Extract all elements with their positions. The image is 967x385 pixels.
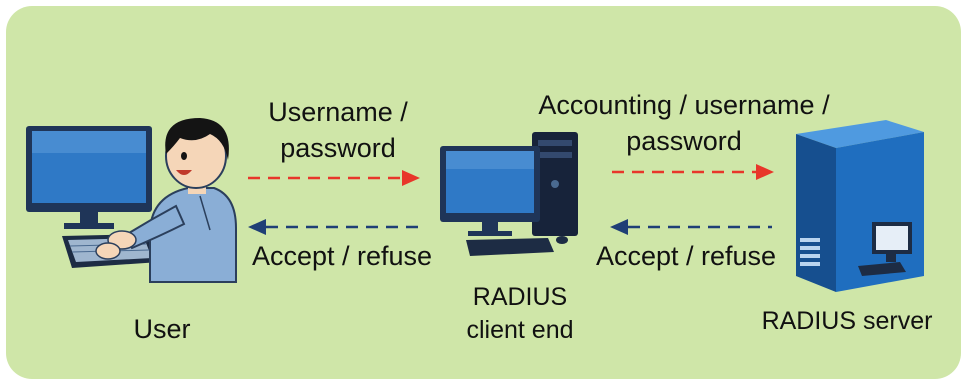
user-computer-icon [26, 118, 237, 283]
response-arrow-server-to-client [610, 219, 772, 235]
label-client-top: RADIUS [472, 283, 568, 311]
request-arrow-user-to-client [248, 170, 420, 186]
response-arrow-client-to-user [248, 219, 420, 235]
client-computer-icon [440, 132, 578, 256]
label-server: RADIUS server [761, 307, 933, 335]
label-client-to-server-bottom: password [626, 126, 742, 156]
label-server-to-client: Accept / refuse [595, 241, 777, 271]
label-client-to-user: Accept / refuse [251, 241, 433, 271]
request-arrow-client-to-server [612, 164, 774, 180]
label-user-to-client-top: Username / [268, 97, 408, 127]
server-icon [796, 120, 924, 292]
label-user-to-client-bottom: password [280, 133, 396, 163]
label-client-bottom: client end [466, 316, 574, 344]
label-client-to-server-top: Accounting / username / [538, 90, 830, 120]
label-user: User [133, 314, 191, 344]
